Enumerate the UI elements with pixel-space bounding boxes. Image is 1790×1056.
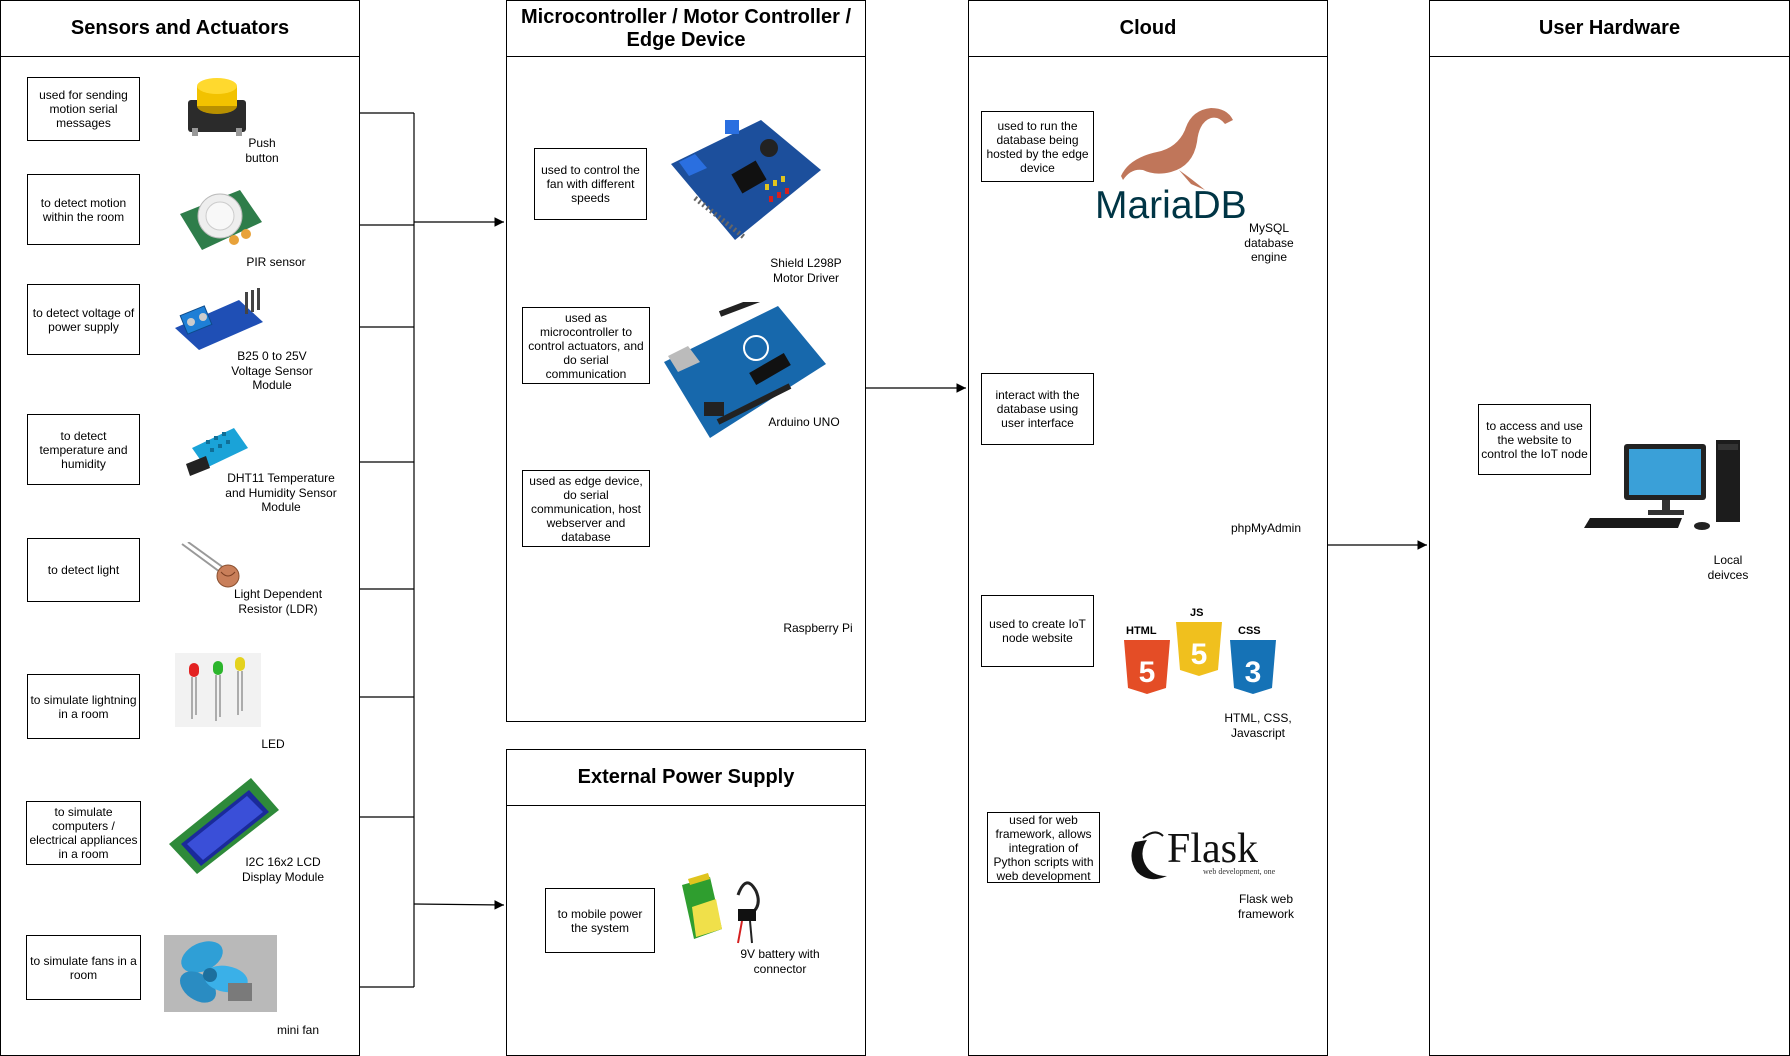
push-button-icon bbox=[188, 78, 246, 136]
svg-text:JS: JS bbox=[1190, 607, 1203, 619]
led-icon bbox=[175, 653, 261, 727]
phpmyadmin-caption: phpMyAdmin bbox=[1230, 521, 1302, 535]
svg-text:CSS: CSS bbox=[1238, 625, 1261, 637]
mariadb-logo-icon: MariaDB bbox=[1095, 108, 1247, 226]
local-devices-note: to access and use the website to control… bbox=[1478, 404, 1591, 475]
battery-note: to mobile power the system bbox=[545, 888, 655, 953]
dht11-note: to detect temperature and humidity bbox=[27, 414, 140, 485]
raspberry-pi-caption: Raspberry Pi bbox=[783, 621, 853, 635]
local-devices-caption: Local deivces bbox=[1707, 553, 1749, 582]
cloud-column-title: Cloud bbox=[969, 1, 1327, 57]
phpmyadmin-note: interact with the database using user in… bbox=[981, 373, 1094, 445]
flask-tagline: web development, one drop at a time bbox=[1203, 867, 1275, 876]
arduino-note: used as microcontroller to control actua… bbox=[522, 307, 650, 384]
flask-note: used for web framework, allows integrati… bbox=[987, 812, 1100, 883]
svg-text:5: 5 bbox=[1139, 656, 1156, 689]
ldr-icon bbox=[181, 542, 240, 588]
fan-caption: mini fan bbox=[276, 1023, 320, 1037]
voltage-sensor-icon bbox=[175, 288, 263, 350]
lcd-icon bbox=[169, 778, 279, 874]
battery-icon bbox=[682, 873, 760, 944]
html-css-js-logo-icon: HTML 5 JS 5 CSS 3 bbox=[1124, 607, 1276, 694]
motor-shield-icon bbox=[671, 120, 821, 240]
pir-caption: PIR sensor bbox=[246, 255, 306, 269]
microcontroller-column-title: Microcontroller / Motor Controller / Edg… bbox=[507, 1, 865, 57]
svg-text:3: 3 bbox=[1245, 656, 1262, 689]
fan-icon bbox=[164, 935, 277, 1012]
svg-text:HTML: HTML bbox=[1126, 625, 1157, 637]
pir-sensor-icon bbox=[180, 190, 262, 250]
lcd-note: to simulate computers / electrical appli… bbox=[26, 801, 141, 865]
flask-wordmark: Flask bbox=[1167, 826, 1258, 872]
voltage-sensor-caption: B25 0 to 25V Voltage Sensor Module bbox=[231, 349, 313, 392]
voltage-sensor-note: to detect voltage of power supply bbox=[27, 284, 140, 355]
battery-caption: 9V battery with connector bbox=[740, 947, 820, 976]
flask-caption: Flask web framework bbox=[1237, 892, 1294, 921]
mariadb-wordmark: MariaDB bbox=[1095, 184, 1247, 226]
mariadb-note: used to run the database being hosted by… bbox=[981, 111, 1094, 182]
external-power-column-title: External Power Supply bbox=[507, 750, 865, 806]
pir-note: to detect motion within the room bbox=[27, 174, 140, 245]
sensors-column-title: Sensors and Actuators bbox=[1, 1, 359, 57]
ldr-note: to detect light bbox=[27, 538, 140, 602]
website-caption: HTML, CSS, Javascript bbox=[1224, 711, 1292, 740]
website-note: used to create IoT node website bbox=[981, 595, 1094, 667]
ldr-caption: Light Dependent Resistor (LDR) bbox=[233, 587, 323, 616]
push-button-note: used for sending motion serial messages bbox=[27, 77, 140, 141]
desktop-computer-icon bbox=[1584, 440, 1740, 530]
flask-logo-icon: Flask web development, one drop at a tim… bbox=[1131, 826, 1275, 880]
push-button-caption: Push button bbox=[245, 136, 279, 165]
motor-shield-note: used to control the fan with different s… bbox=[534, 148, 647, 220]
mariadb-caption: MySQL database engine bbox=[1244, 221, 1294, 264]
dht11-icon bbox=[186, 428, 248, 476]
arduino-caption: Arduino UNO bbox=[768, 415, 840, 429]
motor-shield-caption: Shield L298P Motor Driver bbox=[770, 256, 842, 285]
svg-text:5: 5 bbox=[1191, 638, 1208, 671]
dht11-caption: DHT11 Temperature and Humidity Sensor Mo… bbox=[225, 471, 337, 514]
user-hardware-column-title: User Hardware bbox=[1430, 1, 1789, 57]
lcd-caption: I2C 16x2 LCD Display Module bbox=[241, 855, 325, 884]
raspberry-pi-note: used as edge device, do serial communica… bbox=[522, 470, 650, 547]
fan-note: to simulate fans in a room bbox=[26, 935, 141, 1000]
led-caption: LED bbox=[261, 737, 285, 751]
led-note: to simulate lightning in a room bbox=[27, 674, 140, 739]
arduino-icon bbox=[664, 302, 826, 438]
sensors-actuators-column: Sensors and Actuators bbox=[0, 0, 360, 1056]
